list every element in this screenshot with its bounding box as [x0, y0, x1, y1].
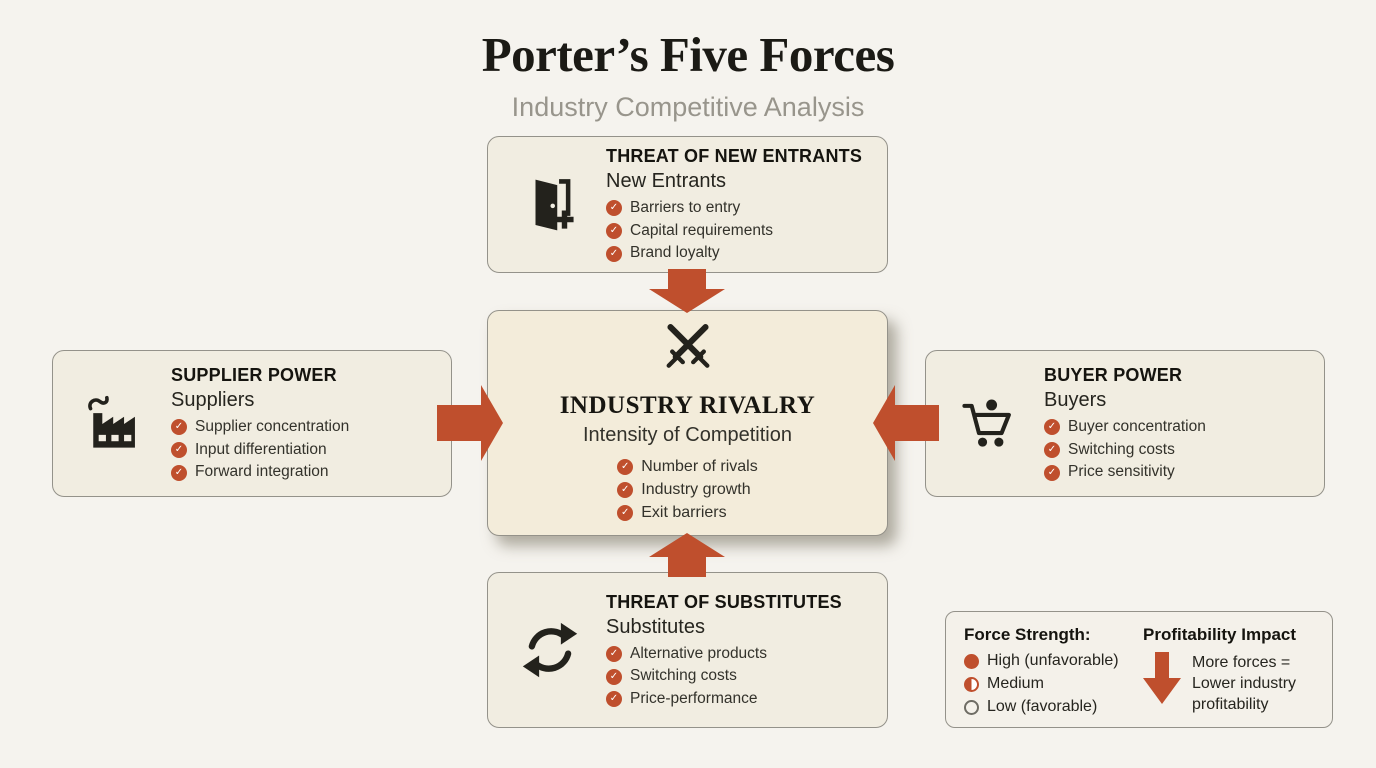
bullet-label: Industry growth — [641, 481, 751, 499]
door-icon — [518, 176, 582, 234]
legend-heading: Profitability Impact — [1143, 625, 1297, 644]
force-heading: SUPPLIER POWER — [171, 365, 337, 386]
force-heading: THREAT OF SUBSTITUTES — [606, 591, 842, 612]
check-icon — [1044, 442, 1060, 458]
shopping-cart-icon — [956, 395, 1020, 453]
bullet-item: Price sensitivity — [1044, 463, 1206, 482]
legend-item-medium: Medium — [964, 675, 1121, 693]
profitability-impact-text: More forces = Lower industry profitabili… — [1192, 654, 1297, 714]
bullet-label: Input differentiation — [195, 440, 327, 458]
force-box-suppliers: SUPPLIER POWER Suppliers Supplier concen… — [52, 350, 452, 497]
check-icon — [606, 645, 622, 662]
bullet-item: Supplier concentration — [171, 418, 349, 437]
bullet-label: Price-performance — [630, 689, 758, 707]
bullet-item: Price-performance — [606, 690, 842, 709]
profitability-impact: More forces = Lower industry profitabili… — [1143, 652, 1316, 715]
left-arrow-icon — [873, 385, 939, 461]
check-icon — [606, 200, 622, 217]
legend-item-low: Low (favorable) — [964, 698, 1121, 716]
check-icon — [171, 442, 187, 458]
check-icon — [617, 504, 634, 521]
legend-panel: Force Strength: High (unfavorable) Mediu… — [945, 611, 1333, 728]
bullet-label: Brand loyalty — [630, 244, 720, 262]
bullet-label: Supplier concentration — [195, 418, 350, 436]
legend-item-label: Medium — [987, 675, 1044, 692]
crossed-swords-icon — [660, 323, 716, 387]
force-bullets: Buyer concentration Switching costs Pric… — [1044, 418, 1206, 482]
force-content: BUYER POWER Buyers Buyer concentration S… — [1044, 365, 1206, 482]
force-box-substitutes: THREAT OF SUBSTITUTES Substitutes Altern… — [487, 572, 888, 728]
down-arrow-icon — [1143, 652, 1181, 715]
up-arrow-icon — [649, 533, 725, 577]
bullet-item: Alternative products — [606, 645, 842, 664]
legend-force-strength: Force Strength: High (unfavorable) Mediu… — [964, 625, 1121, 717]
bullet-item: Capital requirements — [606, 222, 862, 241]
right-arrow-icon — [437, 385, 503, 461]
check-icon — [171, 464, 187, 481]
force-heading: THREAT OF NEW ENTRANTS — [606, 146, 863, 167]
check-icon — [617, 481, 634, 498]
legend-heading: Force Strength: — [964, 625, 1091, 644]
bullet-item: Exit barriers — [617, 503, 727, 522]
force-subheading: Buyers — [1044, 389, 1107, 412]
page-subtitle: Industry Competitive Analysis — [511, 92, 865, 122]
bullet-item: Industry growth — [617, 480, 751, 499]
bullet-item: Number of rivals — [617, 457, 758, 476]
bullet-item: Switching costs — [1044, 441, 1206, 460]
force-content: SUPPLIER POWER Suppliers Supplier concen… — [171, 365, 349, 482]
force-box-buyers: BUYER POWER Buyers Buyer concentration S… — [925, 350, 1325, 497]
check-icon — [1044, 464, 1060, 481]
legend-item-high: High (unfavorable) — [964, 652, 1121, 670]
force-bullets: Supplier concentration Input differentia… — [171, 418, 349, 482]
force-content: THREAT OF NEW ENTRANTS New Entrants Barr… — [606, 146, 862, 263]
down-arrow-icon — [649, 269, 725, 313]
bullet-label: Exit barriers — [641, 504, 727, 522]
filled-circle-icon — [964, 653, 979, 669]
factory-icon — [83, 395, 147, 453]
force-bullets: Barriers to entry Capital requirements B… — [606, 199, 862, 263]
check-icon — [171, 419, 187, 436]
check-icon — [1044, 419, 1060, 436]
force-subheading: Substitutes — [606, 615, 705, 638]
force-box-rivalry: INDUSTRY RIVALRY Intensity of Competitio… — [487, 310, 888, 536]
force-bullets: Alternative products Switching costs Pri… — [606, 645, 842, 709]
bullet-label: Switching costs — [1068, 440, 1175, 458]
force-subheading: New Entrants — [606, 170, 727, 193]
check-icon — [606, 223, 622, 239]
bullet-label: Forward integration — [195, 463, 329, 481]
half-filled-circle-icon — [964, 676, 979, 692]
bullet-item: Barriers to entry — [606, 199, 862, 218]
force-bullets: Number of rivals Industry growth Exit ba… — [617, 457, 758, 523]
legend-profitability: Profitability Impact More forces = Lower… — [1143, 625, 1316, 717]
bullet-label: Capital requirements — [630, 221, 774, 239]
check-icon — [606, 691, 622, 708]
force-subheading: Suppliers — [171, 389, 255, 412]
check-icon — [617, 458, 634, 475]
force-content: THREAT OF SUBSTITUTES Substitutes Altern… — [606, 592, 842, 709]
bullet-label: Buyer concentration — [1068, 418, 1206, 436]
force-heading: INDUSTRY RIVALRY — [559, 392, 816, 419]
bullet-item: Buyer concentration — [1044, 418, 1206, 437]
bullet-item: Input differentiation — [171, 441, 349, 460]
cycle-arrows-icon — [518, 621, 582, 679]
bullet-label: Number of rivals — [641, 458, 758, 475]
bullet-item: Forward integration — [171, 463, 349, 482]
force-subheading: Intensity of Competition — [583, 424, 792, 446]
bullet-item: Brand loyalty — [606, 244, 862, 263]
check-icon — [606, 245, 622, 262]
legend-item-label: Low (favorable) — [987, 698, 1098, 715]
page-title: Porter’s Five Forces — [481, 27, 895, 82]
bullet-item: Switching costs — [606, 667, 842, 686]
check-icon — [606, 668, 622, 685]
bullet-label: Alternative products — [630, 644, 767, 662]
legend-item-label: High (unfavorable) — [987, 652, 1119, 669]
force-heading: BUYER POWER — [1044, 365, 1183, 386]
bullet-label: Switching costs — [630, 667, 737, 685]
force-box-new-entrants: THREAT OF NEW ENTRANTS New Entrants Barr… — [487, 136, 888, 273]
outline-circle-icon — [964, 699, 979, 715]
bullet-label: Barriers to entry — [630, 199, 741, 217]
bullet-label: Price sensitivity — [1068, 463, 1175, 481]
